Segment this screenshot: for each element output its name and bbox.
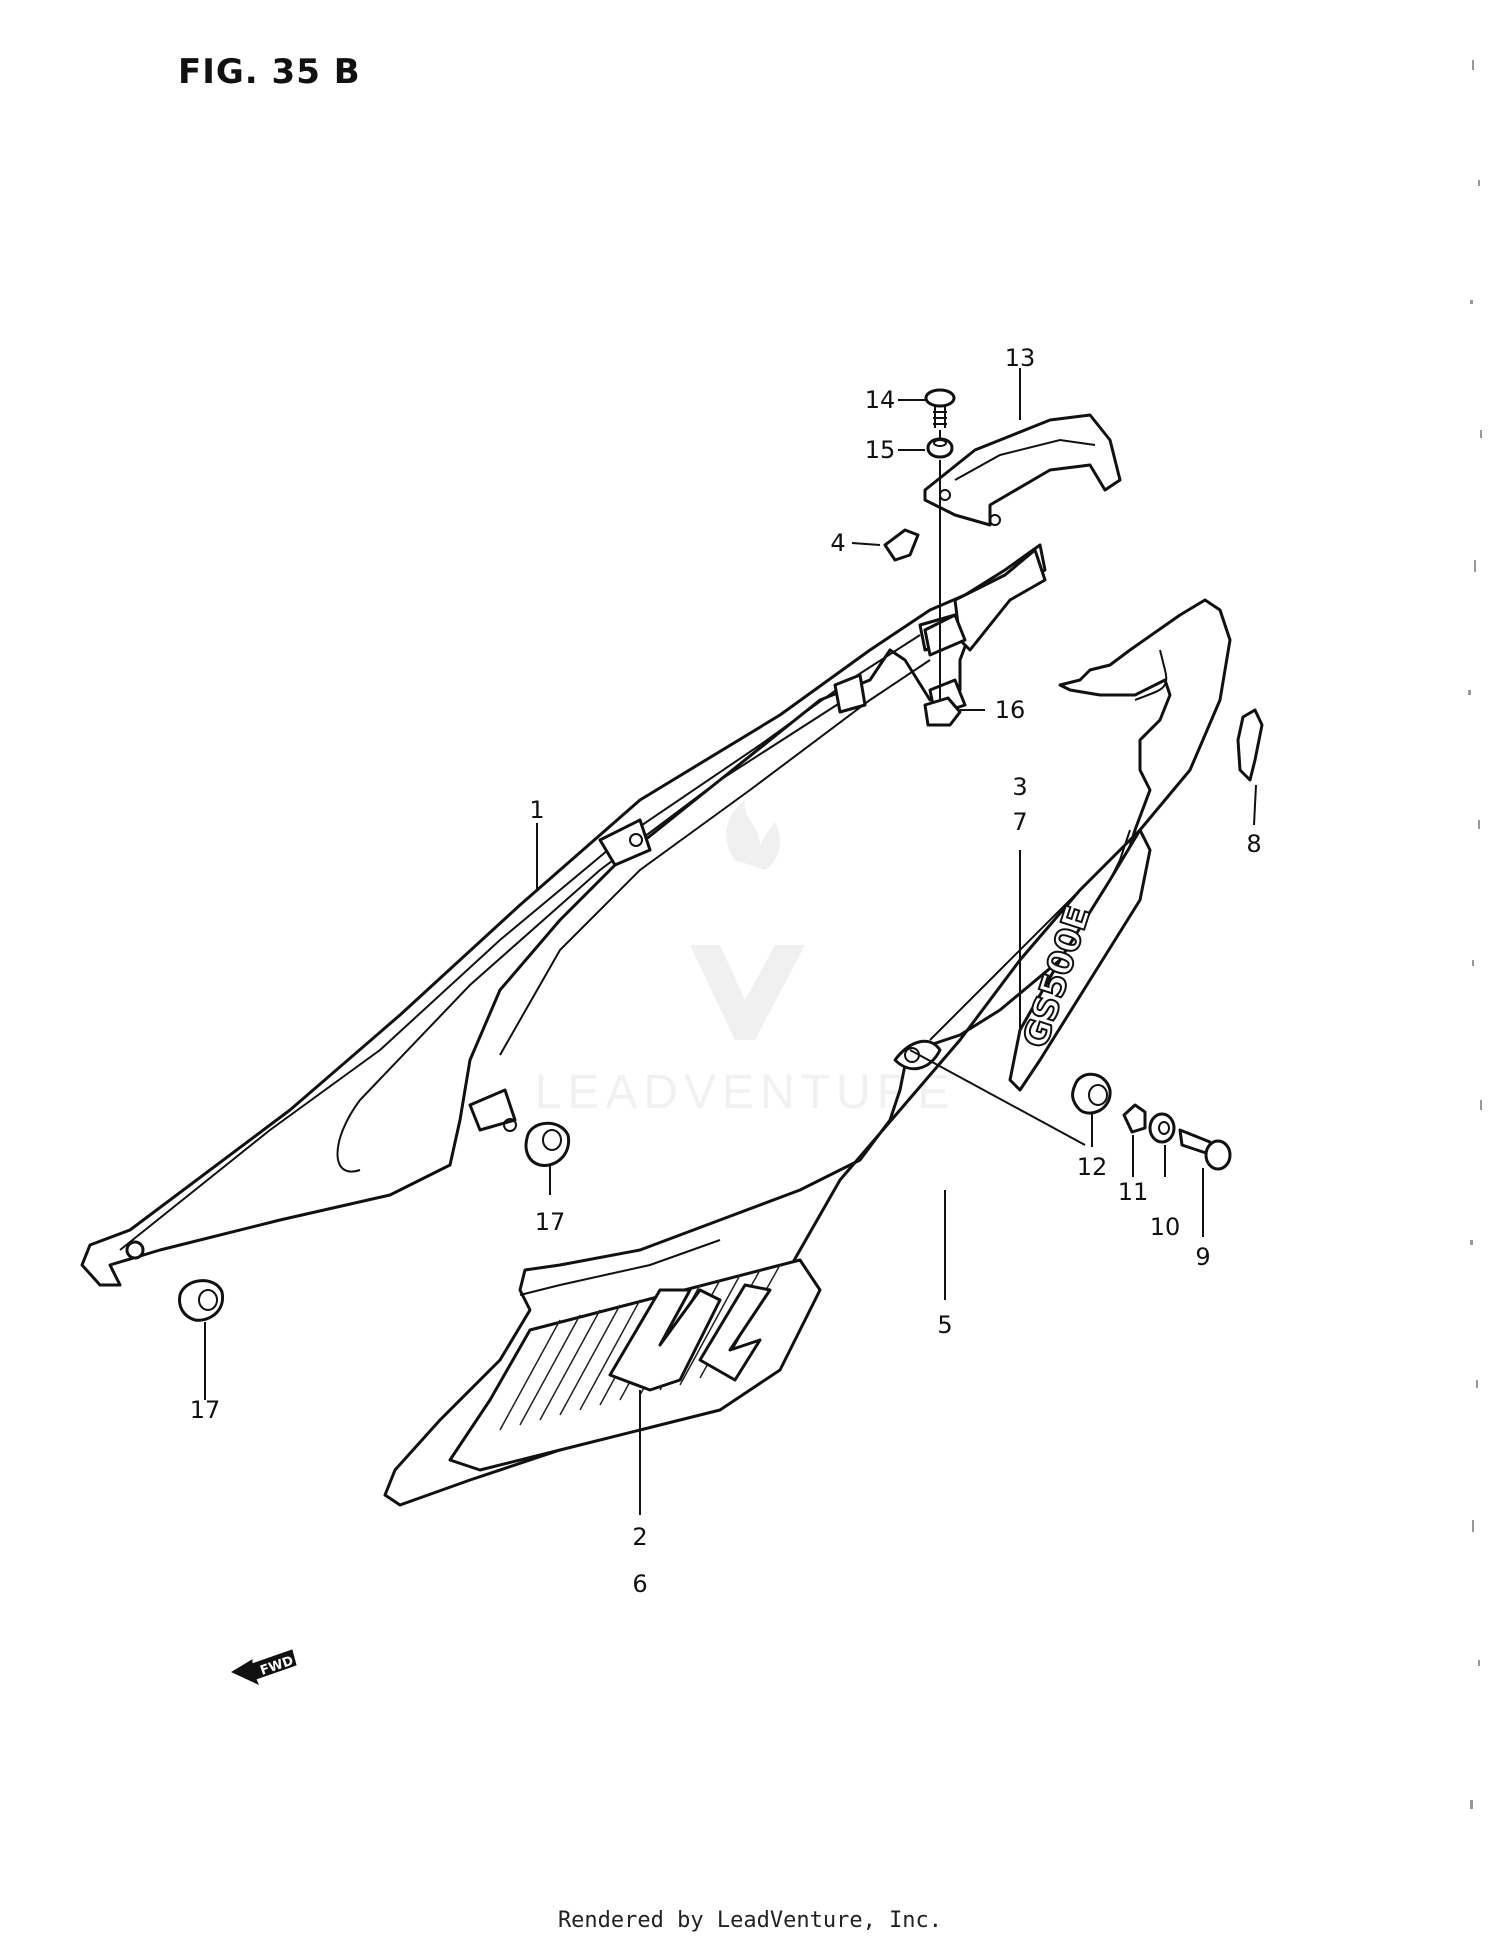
callout-17-upper: 17 xyxy=(535,1208,566,1236)
callout-3: 3 xyxy=(1012,773,1027,801)
callout-17-lower: 17 xyxy=(190,1396,221,1424)
part-10-washer xyxy=(1148,1112,1176,1144)
callout-10: 10 xyxy=(1150,1213,1181,1241)
callout-labels: 1 2 6 3 7 4 5 8 9 10 11 12 13 14 15 16 1… xyxy=(190,344,1262,1598)
part-8-emblem xyxy=(1236,708,1264,782)
callout-9: 9 xyxy=(1195,1243,1210,1271)
callout-12: 12 xyxy=(1077,1153,1108,1181)
callout-8: 8 xyxy=(1246,830,1261,858)
part-4-clip xyxy=(883,528,920,562)
part-13-bracket-cover xyxy=(923,413,1122,527)
callout-15: 15 xyxy=(865,436,896,464)
part-1-left-frame-cover xyxy=(80,543,1047,1287)
leader-lines xyxy=(204,368,1257,1515)
scan-edge-noise xyxy=(1468,60,1482,1809)
callout-16: 16 xyxy=(995,696,1026,724)
footer-credit: Rendered by LeadVenture, Inc. xyxy=(557,1908,943,1933)
part-16-nut xyxy=(923,696,962,727)
part-14-screw xyxy=(924,388,956,428)
watermark-text: LEADVENTURE xyxy=(535,1066,956,1119)
callout-7: 7 xyxy=(1012,808,1027,836)
forward-arrow-icon: FWD xyxy=(230,1649,297,1685)
part-9-bolt xyxy=(1178,1128,1232,1171)
part-17-grommet-lower xyxy=(178,1279,225,1322)
part-15-washer xyxy=(926,437,954,459)
callout-11: 11 xyxy=(1118,1178,1149,1206)
callout-4: 4 xyxy=(830,529,845,557)
watermark-logo: LEADVENTURE xyxy=(535,800,956,1119)
callout-1: 1 xyxy=(529,796,544,824)
callout-13: 13 xyxy=(1005,344,1036,372)
part-12-grommet xyxy=(1071,1072,1112,1115)
callout-6: 6 xyxy=(632,1570,647,1598)
callout-14: 14 xyxy=(865,386,896,414)
part-17-grommet-upper xyxy=(524,1121,571,1167)
callout-2: 2 xyxy=(632,1523,647,1551)
grommet-axis-line xyxy=(909,1049,1086,1146)
fwd-label: FWD xyxy=(258,1653,295,1678)
figure-title: FIG. 35 B xyxy=(178,52,361,92)
callout-5: 5 xyxy=(937,1311,952,1339)
part-11-collar xyxy=(1122,1103,1147,1134)
